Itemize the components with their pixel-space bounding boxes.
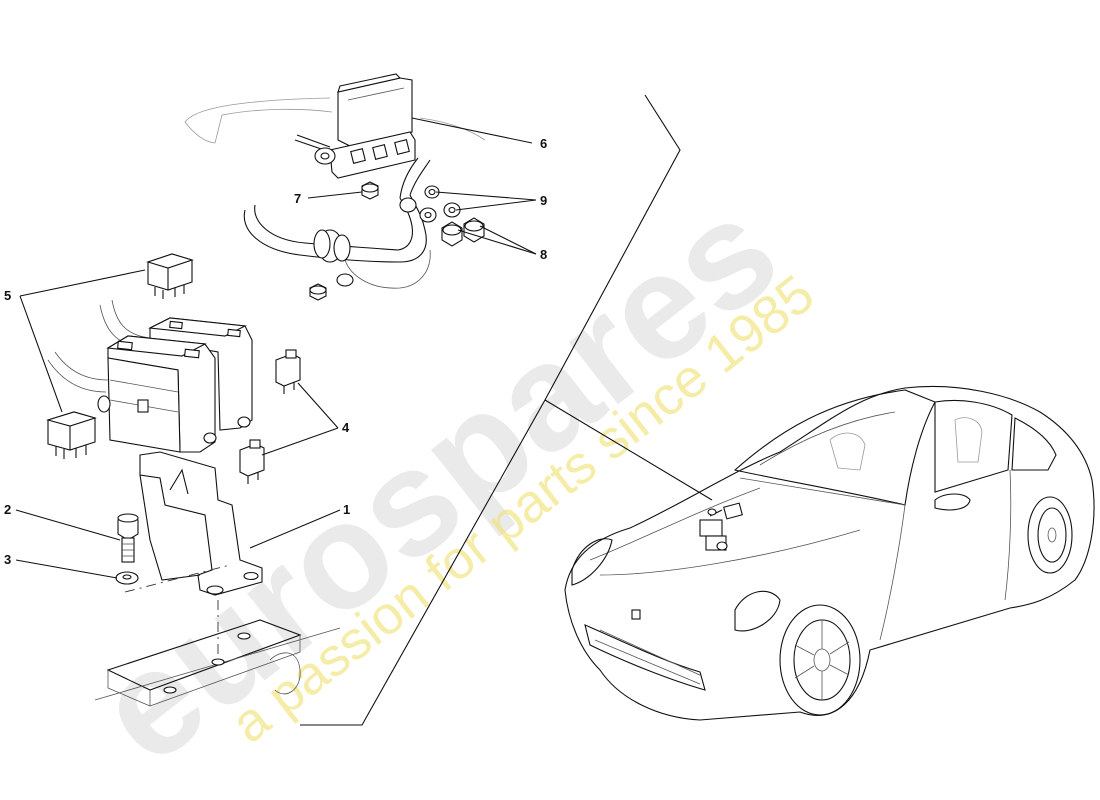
- floor-mounting-plate: [94, 564, 341, 707]
- callout-5[interactable]: 5: [4, 288, 11, 303]
- washers-part-9[interactable]: [419, 185, 461, 223]
- connector-bracket-part-6[interactable]: [294, 73, 416, 179]
- nut-bottom[interactable]: [309, 283, 327, 301]
- hose-assembly: [243, 157, 431, 289]
- relay-top-part-5[interactable]: [146, 253, 194, 299]
- relay-bottom-part-5[interactable]: [46, 411, 97, 459]
- callout-labels: 1 2 3 4 5 6 7 8 9: [4, 136, 547, 567]
- location-marker-module: [699, 502, 743, 551]
- callout-7[interactable]: 7: [294, 191, 301, 206]
- washer-part-3[interactable]: [115, 571, 139, 585]
- detail-frame-lines: [300, 94, 713, 726]
- bolt-part-2[interactable]: [117, 513, 139, 563]
- nut-part-7[interactable]: [361, 181, 379, 200]
- callout-1[interactable]: 1: [343, 502, 350, 517]
- callout-4[interactable]: 4: [342, 420, 350, 435]
- fuses-part-4[interactable]: [239, 349, 301, 484]
- callout-9[interactable]: 9: [540, 193, 547, 208]
- fuse-holder-box[interactable]: [97, 317, 253, 453]
- callout-8[interactable]: 8: [540, 247, 547, 262]
- engine-bay-outline: [184, 97, 486, 144]
- leader-lines: [15, 117, 537, 579]
- car-illustration: [564, 385, 1095, 721]
- callout-3[interactable]: 3: [4, 552, 11, 567]
- callout-6[interactable]: 6: [540, 136, 547, 151]
- callout-2[interactable]: 2: [4, 502, 11, 517]
- mounting-bracket-part-1[interactable]: [139, 451, 263, 596]
